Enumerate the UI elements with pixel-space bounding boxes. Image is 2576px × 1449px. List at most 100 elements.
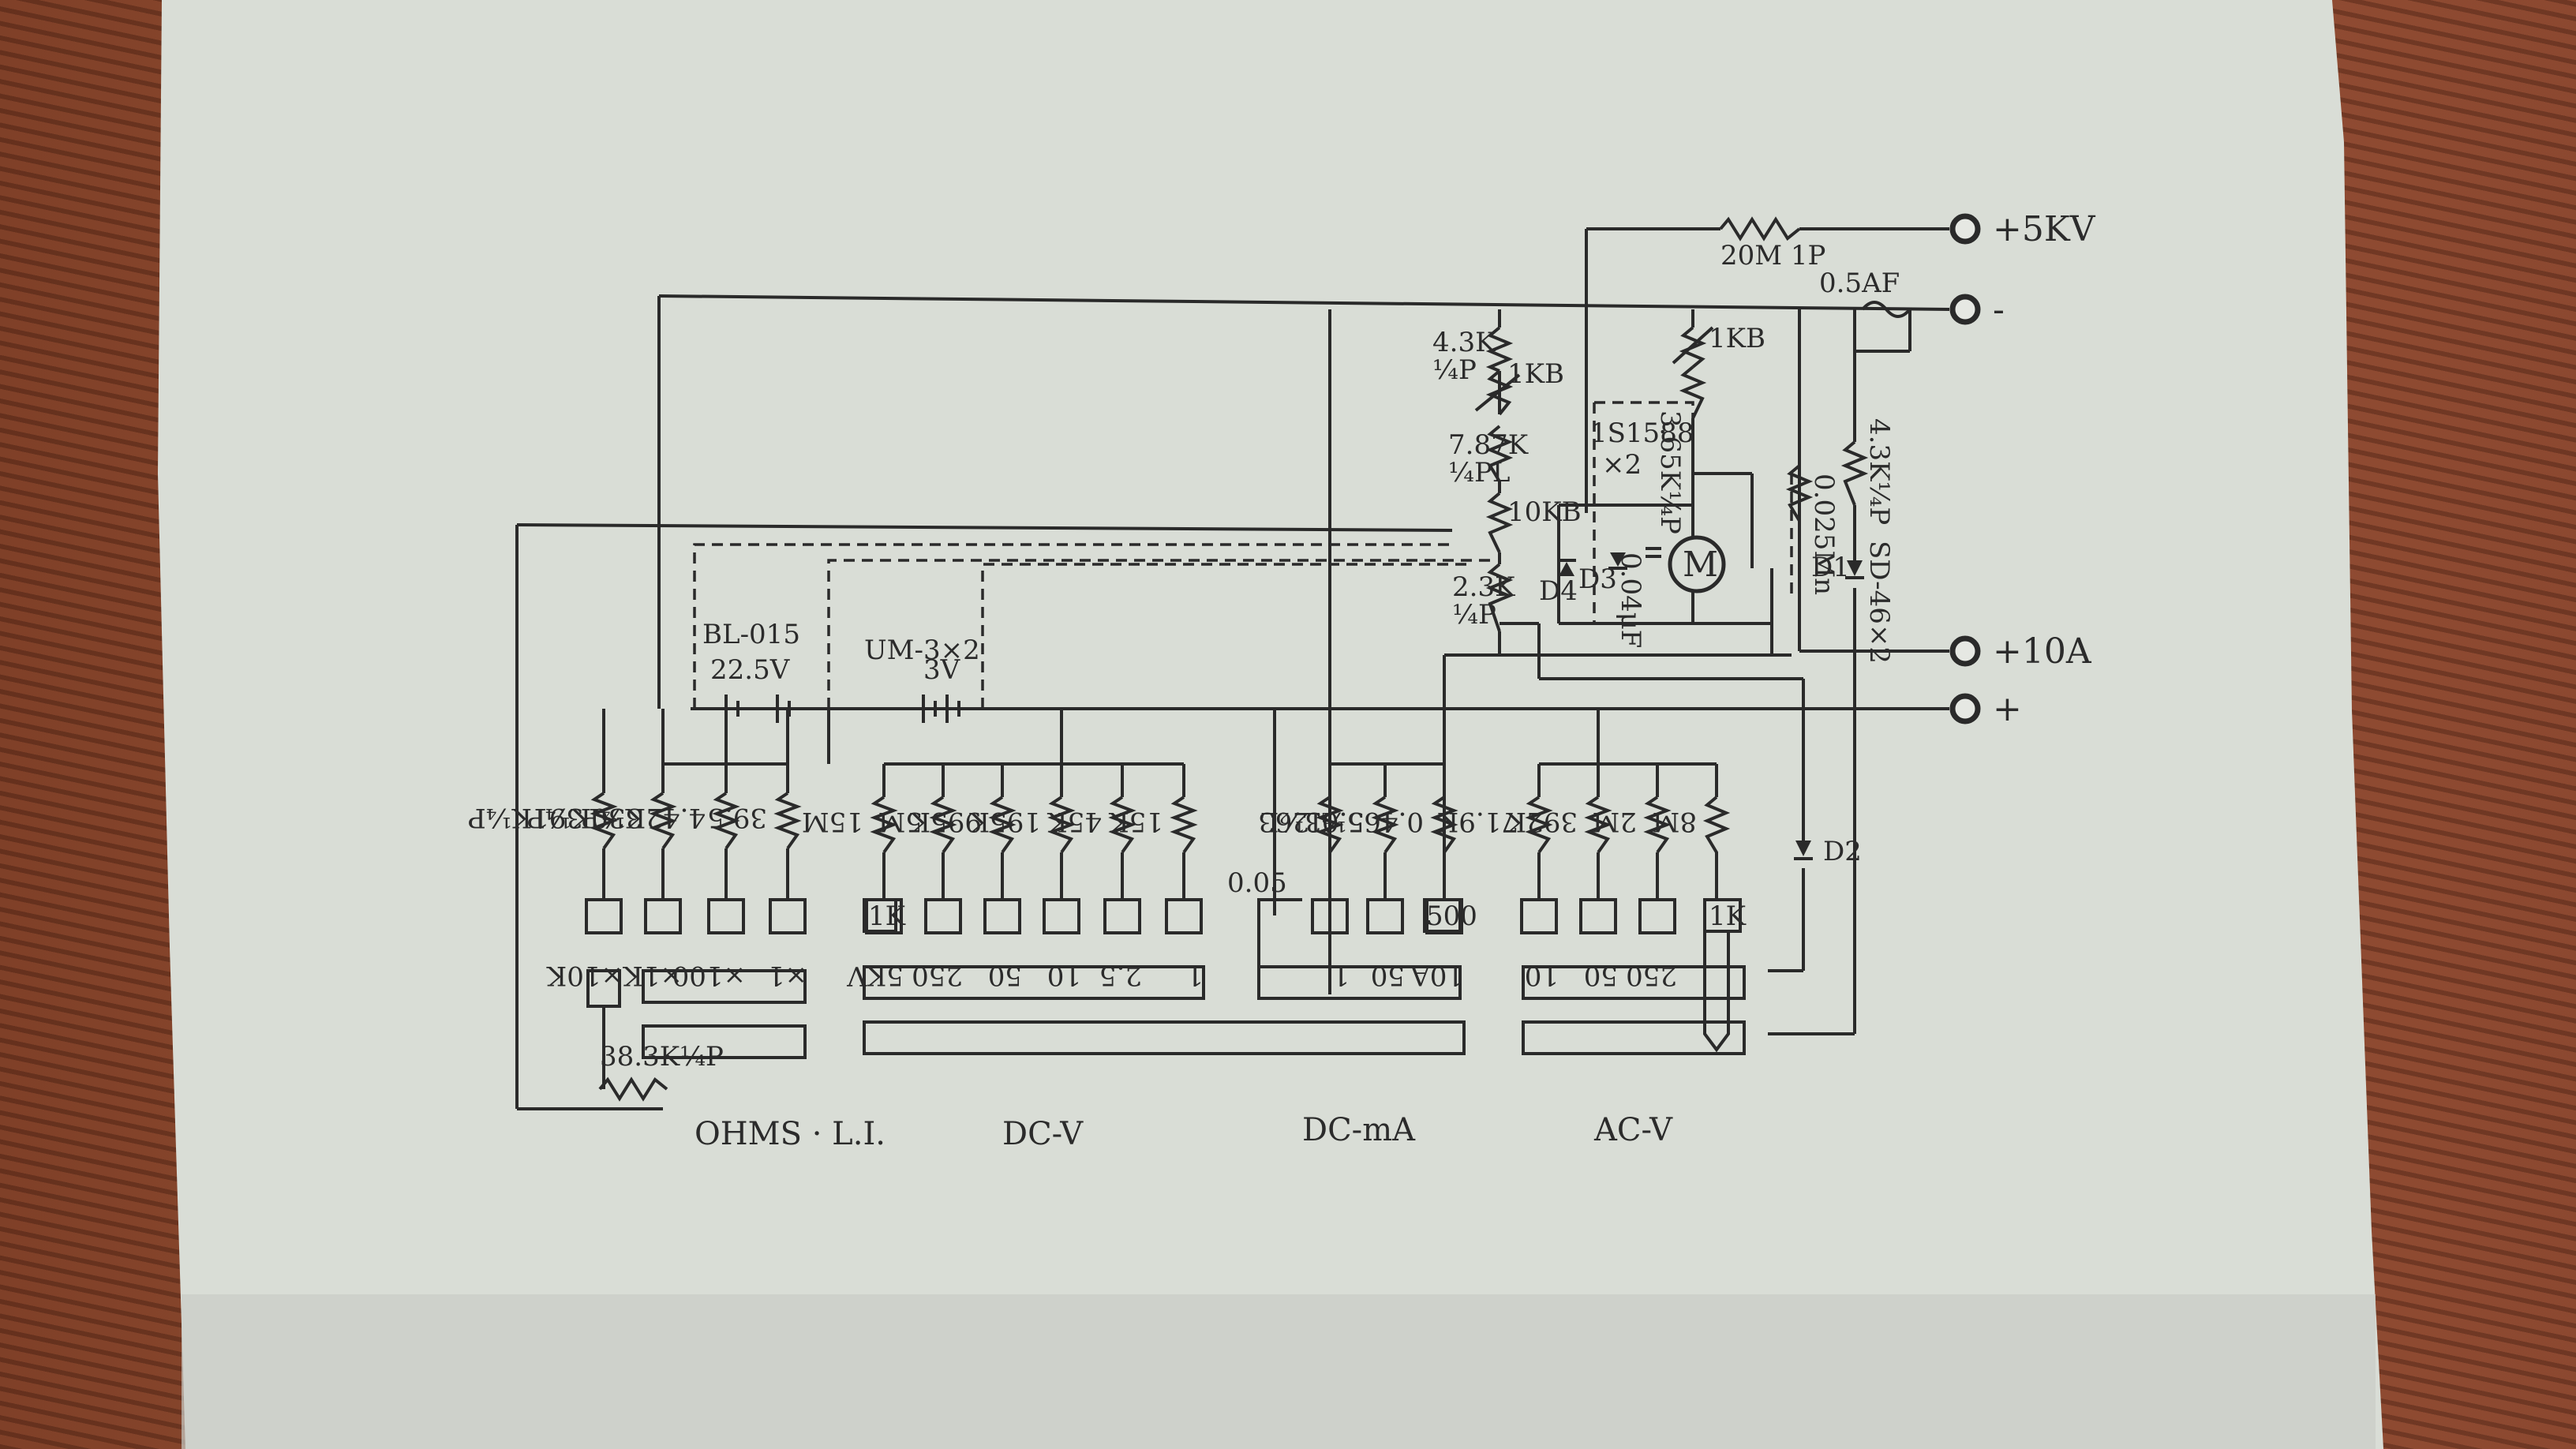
diode-pair-1s1588: 1S1588 ×2 xyxy=(1590,417,1694,481)
svg-text:+10A: +10A xyxy=(1993,631,2092,672)
section-label-ohms: OHMS · L.I. xyxy=(695,1116,886,1152)
dcv-column-3: 195K 10 xyxy=(969,764,1081,991)
dcv-column-range-label: 5KV xyxy=(846,960,904,991)
acv-column-2: 2M 250 xyxy=(1593,764,1677,991)
dcv-column-range-label: 1 xyxy=(1186,960,1204,991)
dcv-column-2: 995K 50 xyxy=(910,764,1022,991)
fuse: 0.5AF xyxy=(1819,268,1911,318)
paper-surface xyxy=(158,0,2383,1449)
svg-text:¼PL: ¼PL xyxy=(1448,457,1510,489)
dcv-column-1: 5M 250 xyxy=(878,764,963,991)
dcv-column-resistor-label: 45K xyxy=(1047,806,1102,837)
svg-text:2.3K: 2.3K xyxy=(1452,571,1515,603)
dcv-column-range-label: 10 xyxy=(1047,960,1081,991)
dcma-column-resistor-label: 263 xyxy=(1258,806,1309,837)
dcv-column-resistor-label: 5M xyxy=(878,806,923,837)
svg-text:1K: 1K xyxy=(1709,900,1747,932)
ohms-column-range-label: ×100 xyxy=(672,960,746,991)
svg-text:×2: ×2 xyxy=(1602,449,1642,481)
dcma-500-box: 500 xyxy=(1423,898,1477,933)
ohms-column-resistor-label: 330K¼P xyxy=(527,802,642,833)
terminal-plus[interactable]: + xyxy=(1949,689,2022,729)
acv-column-range-label: 50 xyxy=(1584,960,1618,991)
svg-text:0.5AF: 0.5AF xyxy=(1819,268,1900,299)
dcv-column-resistor-label: 15K xyxy=(1109,806,1163,837)
svg-text:38.3K¼P: 38.3K¼P xyxy=(600,1041,724,1073)
svg-text:D3: D3 xyxy=(1578,564,1617,595)
acv-1k-box: 1K xyxy=(1703,898,1747,933)
section-label-acv: AC-V xyxy=(1593,1112,1673,1148)
dcma-column-0: 263 1 xyxy=(1258,764,1350,991)
terminal-plus-5kv[interactable]: +5KV xyxy=(1949,209,2096,249)
battery-3v: 3V UM-3×2 xyxy=(864,635,980,723)
dcma-column-range-label: 50 xyxy=(1371,960,1405,991)
svg-text:¼P: ¼P xyxy=(1452,599,1496,631)
ohms-column-resistor-label: 391K¼P xyxy=(468,802,583,833)
svg-text:10KB: 10KB xyxy=(1507,496,1582,528)
svg-text:1S1588: 1S1588 xyxy=(1590,417,1694,449)
svg-text:7.87K: 7.87K xyxy=(1448,429,1529,461)
ohms-column-2: 4.42K¼P ×100 xyxy=(582,709,746,991)
ohms-column-3: 39.5×1 xyxy=(707,709,807,991)
shunt-resistor: 0.025Mn xyxy=(1785,464,1840,595)
svg-text:500: 500 xyxy=(1426,900,1477,932)
ohms-switch-knob[interactable] xyxy=(586,969,621,1089)
dcma-low-range: 0.05 xyxy=(1227,867,1302,967)
tape-strip xyxy=(182,1294,2376,1449)
acv-column-range-label: 10 xyxy=(1525,960,1559,991)
potentiometer-10kb: 10KB xyxy=(1485,492,1582,553)
potentiometer-1kb: 1KB xyxy=(1474,358,1564,416)
capacitor: 0.04μF xyxy=(1615,547,1661,648)
resistor-3-65k: 3.65K¼P xyxy=(1654,365,1707,534)
dcma-column-resistor-label: 5.03½L xyxy=(1261,806,1365,837)
svg-text:M: M xyxy=(1683,545,1718,585)
svg-text:3.65K¼P: 3.65K¼P xyxy=(1654,410,1686,534)
svg-text:0.025Mn: 0.025Mn xyxy=(1808,474,1840,595)
dcma-column-resistor-label: 0.465½L xyxy=(1303,806,1424,837)
acv-column-resistor-label: 2M xyxy=(1593,806,1637,837)
svg-text:BL-015: BL-015 xyxy=(702,619,800,650)
ohms-column-resistor-label: 4.42K¼P xyxy=(582,802,706,833)
svg-text:D4: D4 xyxy=(1539,575,1578,607)
svg-text:1K: 1K xyxy=(868,900,906,932)
diode-d1: SD-46×2 D1 xyxy=(1811,541,1895,664)
svg-text:4.3K¼P: 4.3K¼P xyxy=(1863,418,1895,525)
svg-text:4.3K: 4.3K xyxy=(1432,327,1496,358)
dcv-column-range-label: 250 xyxy=(912,960,963,991)
dcv-5kv-box: 1K xyxy=(863,898,906,933)
resistor-4-3k-right: 4.3K¼P xyxy=(1840,418,1895,525)
dcv-column-resistor-label: 195K xyxy=(969,806,1041,837)
terminal-minus[interactable]: - xyxy=(1949,290,2005,330)
dcv-column-range-label: 50 xyxy=(988,960,1022,991)
svg-text:8M: 8M xyxy=(1653,806,1697,837)
meter-movement: M xyxy=(1668,535,1726,593)
acv-column-3: 8M xyxy=(1653,764,1731,900)
ohms-column-0: 391K¼P ×10K xyxy=(468,709,623,991)
svg-text:3V: 3V xyxy=(923,654,961,686)
svg-text:-: - xyxy=(1993,290,2005,330)
diode-d3: D3 xyxy=(1578,552,1627,595)
svg-text:¼P: ¼P xyxy=(1432,354,1477,386)
terminal-plus-10a[interactable]: +10A xyxy=(1949,631,2092,672)
svg-text:0.04μF: 0.04μF xyxy=(1615,552,1646,648)
acv-column-range-label: 250 xyxy=(1626,960,1677,991)
svg-text:0.05: 0.05 xyxy=(1227,867,1287,899)
resistor-20m: 20M 1P xyxy=(1719,216,1825,271)
dcv-column-resistor-label: 995K xyxy=(910,806,982,837)
resistor-4-3k: 4.3K ¼P xyxy=(1432,326,1514,386)
ohms-column-range-label: ×10K xyxy=(546,960,623,991)
ohms-column-resistor-label: 39.5 xyxy=(707,802,767,833)
dcma-column-range-label: 1 xyxy=(1332,960,1350,991)
dcma-column-1: 5.03½L 50 xyxy=(1261,764,1405,991)
section-label-dcv: DC-V xyxy=(1002,1116,1084,1152)
range-switch-pointer[interactable] xyxy=(1703,930,1730,1053)
resistor-38-3k: 38.3K¼P xyxy=(598,1041,724,1102)
resistor-2-3k: 2.3K ¼P xyxy=(1452,563,1515,632)
svg-text:1KB: 1KB xyxy=(1507,358,1564,390)
